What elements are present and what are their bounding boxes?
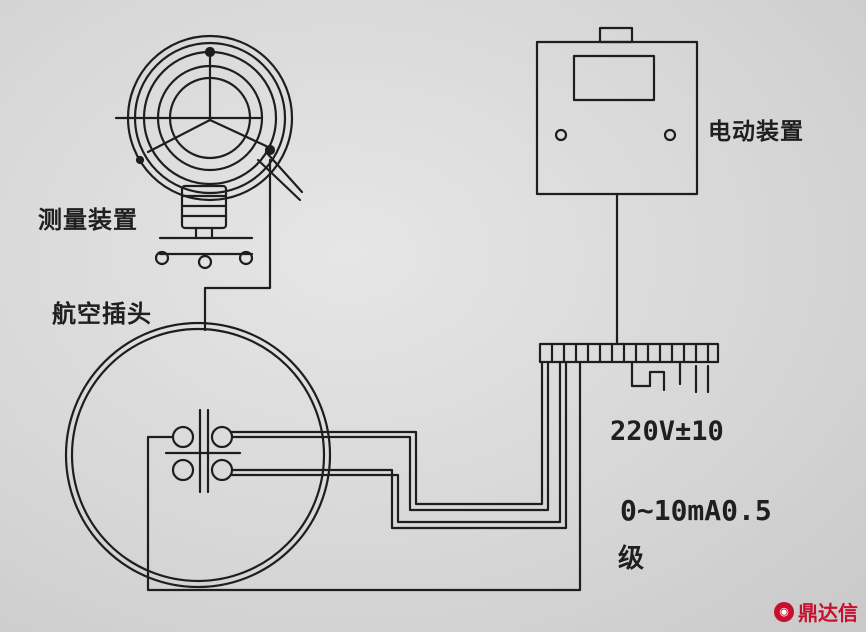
electric-device-label: 电动装置 [708, 119, 804, 145]
plug-terminals [164, 408, 242, 494]
supply-voltage-label: 220V±10 [610, 416, 724, 447]
accuracy-grade-label: 级 [618, 544, 645, 574]
gauge-fitting [154, 184, 254, 270]
measuring-device-label: 测量装置 [38, 206, 138, 234]
electric-device-box [535, 26, 699, 196]
aviation-plug-body [64, 321, 332, 589]
signal-range-label: 0~10mA0.5 [620, 494, 772, 527]
watermark-logo: ◉ 鼎达信 [774, 597, 858, 626]
signal-wires [146, 360, 582, 592]
logo-icon: ◉ [774, 601, 794, 622]
aviation-plug-label: 航空插头 [52, 300, 152, 328]
watermark-text: 鼎达信 [798, 601, 858, 625]
terminal-block [538, 342, 720, 394]
gauge-cable [203, 158, 272, 332]
pressure-gauge [114, 34, 304, 202]
